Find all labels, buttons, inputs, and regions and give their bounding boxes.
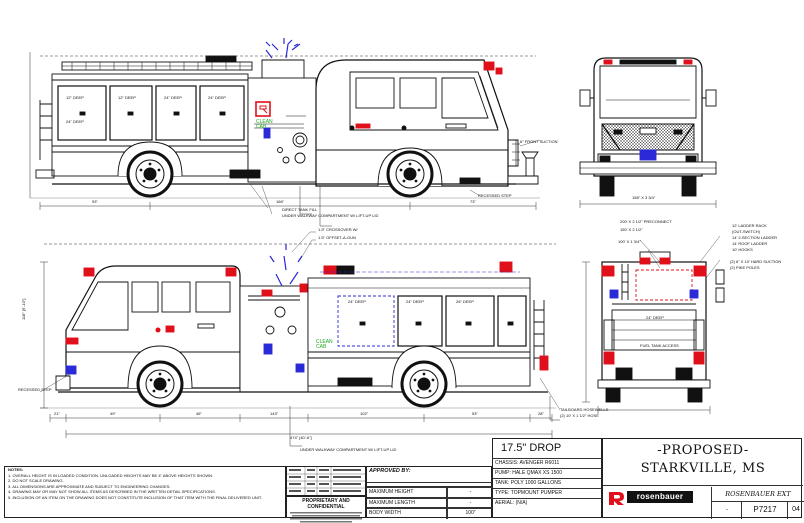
drawing-number: P7217	[741, 501, 788, 519]
notes-box: NOTES: 1. OVERALL HEIGHT IS IN LOADED CO…	[4, 466, 286, 518]
label-tailboard: TAILBOARD HOSEWELLS	[560, 407, 609, 412]
dim-b6: 53"	[472, 411, 478, 416]
top-dimension-lines	[29, 52, 537, 227]
dim-overall-height: 118" [9'-10"]	[21, 298, 26, 320]
rear-label-9: (2) 6" X 10' HARD SUCTION	[730, 259, 782, 264]
label-front-suction: 6" FRONT SUCTION	[520, 139, 558, 144]
approved-spacer	[367, 483, 493, 487]
rear-label-5: (OUT-SWITCH)	[732, 229, 760, 234]
proprietary-fine-print	[290, 512, 362, 523]
spec-block: 17.5" DROP CHASSIS: AVENGER R6011 PUMP: …	[492, 438, 603, 518]
chassis-spec: CHASSIS: AVENGER R6011	[493, 459, 603, 469]
max-height-value: -	[447, 487, 493, 498]
rear-label-7: 14' ROOF LADDER	[732, 241, 768, 246]
note-1: 1. OVERALL HEIGHT IS IN LOADED CONDITION…	[8, 472, 214, 478]
rear-label-8: 10' HOOKS	[732, 247, 753, 252]
project-block: -PROPOSED- STARKVILLE, MS rosenbauer ROS…	[602, 438, 804, 519]
brand-logo: rosenbauer	[607, 489, 707, 507]
label-clean-cab-bottom: CLEAN CAB	[316, 339, 333, 350]
dim-b2: 49"	[110, 411, 116, 416]
label-fuel-tank: FUEL TANK ACCESS	[640, 343, 679, 348]
side-view-officer	[40, 244, 556, 409]
label-under-walkway-top: UNDER WALKWAY COMPARTMENT W/ LIFT-UP LID	[282, 213, 379, 218]
notes-heading: NOTES:	[8, 467, 24, 472]
label-clean-cab-top: CLEAN CAB	[256, 119, 273, 130]
rear-label-10: (2) PIKE POLES	[730, 265, 760, 270]
comp-label-top-5: 24" DEEP	[208, 95, 226, 100]
comp-label-bot-3: 26" DEEP	[456, 299, 474, 304]
label-recessed-step-top: RECESSED STEP	[478, 193, 512, 198]
rear-label-3: 100' X 1 3/4"	[618, 239, 641, 244]
label-under-walkway-bottom: UNDER WALKWAY COMPARTMENT W/ LIFT-UP LID	[300, 447, 397, 452]
dim-t3: 73"	[470, 199, 476, 204]
dim-overall-length: 474" [40'-6"]	[290, 435, 312, 440]
comp-label-bot-4: 24" DEEP	[646, 315, 664, 320]
mid-rear-wheel	[400, 360, 448, 408]
proposed-label: -PROPOSED-	[657, 443, 749, 458]
approved-by: APPROVED BY:	[367, 467, 493, 483]
sheet-dash: -	[711, 501, 742, 519]
max-length-label: MAXIMUM LENGTH	[367, 498, 447, 508]
top-front-wheel	[386, 150, 434, 198]
label-tailboard-sub: (2) 10' X 1 1/2" HOSE	[560, 413, 599, 418]
rear-label-4: 12' LADDER RACK	[732, 223, 767, 228]
rosenbauer-r-icon	[609, 492, 624, 505]
rear-label-6: 14' 2-SECTION LADDER	[732, 235, 777, 240]
tank-spec: TANK: POLY 1000 GALLONS	[493, 479, 603, 489]
location-label: STARKVILLE, MS	[640, 461, 766, 476]
front-view	[579, 57, 717, 208]
comp-label-top-4: 24" DEEP	[164, 95, 182, 100]
dim-b4: 143"	[270, 411, 279, 416]
note-4: 4. DRAWING MAY OR MAY NOT SHOW ALL ITEMS…	[8, 489, 216, 495]
proprietary-title: PROPRIETARY AND CONFIDENTIAL	[302, 498, 350, 510]
body-width-label: BODY WIDTH	[367, 508, 447, 519]
dim-b7: 28"	[538, 411, 544, 416]
rear-label-1: 200' X 2 1/2" PRECONNECT	[620, 219, 672, 224]
comp-label-top-3: 24" DEEP	[66, 119, 84, 124]
comp-label-top-2: 12" DEEP	[118, 95, 136, 100]
proprietary-block: PROPRIETARY AND CONFIDENTIAL	[286, 496, 366, 523]
dim-b5: 102"	[360, 411, 369, 416]
label-crossover: 1.5" CROSSOVER W/	[318, 227, 358, 232]
brand-wordmark: rosenbauer	[627, 491, 693, 503]
body-width-value: 100"	[447, 508, 493, 519]
label-recessed-step-bottom: RECESSED STEP	[18, 387, 52, 392]
max-length-value: -	[447, 498, 493, 508]
mid-front-wheel	[136, 360, 184, 408]
pump-spec: PUMP: HALE QMAX XS 1500	[493, 469, 603, 479]
approval-block: APPROVED BY: MAXIMUM HEIGHT - MAXIMUM LE…	[366, 466, 493, 519]
top-rear-wheel	[126, 150, 174, 198]
dim-t2: 166"	[276, 199, 285, 204]
rear-label-2: 150' X 2 1/2"	[620, 227, 643, 232]
drop-height: 17.5" DROP	[493, 439, 603, 459]
dim-front-width: 158" X 3 3/4"	[632, 195, 656, 200]
sheet-number: 04	[787, 501, 804, 519]
mid-dimension-lines	[40, 243, 560, 447]
model-label: ROSENBAUER EXT	[711, 487, 804, 502]
comp-label-top-1: 12" DEEP	[66, 95, 84, 100]
label-direct-tank-fill: DIRECT TANK FILL	[282, 207, 318, 212]
comp-label-bot-1: 24" DEEP	[348, 299, 366, 304]
dim-b1: 21"	[54, 411, 60, 416]
note-3: 3. ALL DIMENSIONS ARE APPROXIMATE AND SU…	[8, 483, 171, 489]
rear-view	[582, 251, 725, 414]
comp-label-bot-2: 24" DEEP	[406, 299, 424, 304]
revision-block	[286, 466, 366, 496]
label-offset-gun: 1.5" OFFSET-A-GUN	[318, 235, 356, 240]
note-5: 5. INCLUSION OF AN ITEM ON THE DRAWING D…	[8, 494, 262, 500]
dim-b3: 46"	[196, 411, 202, 416]
side-view-driver	[30, 38, 540, 199]
note-2: 2. DO NOT SCALE DRAWING.	[8, 478, 64, 484]
aerial-spec: AERIAL: (N/A)	[495, 500, 528, 506]
dim-t1: 93"	[92, 199, 98, 204]
type-spec: TYPE: TOPMOUNT PUMPER	[493, 489, 603, 499]
max-height-label: MAXIMUM HEIGHT	[367, 487, 447, 498]
